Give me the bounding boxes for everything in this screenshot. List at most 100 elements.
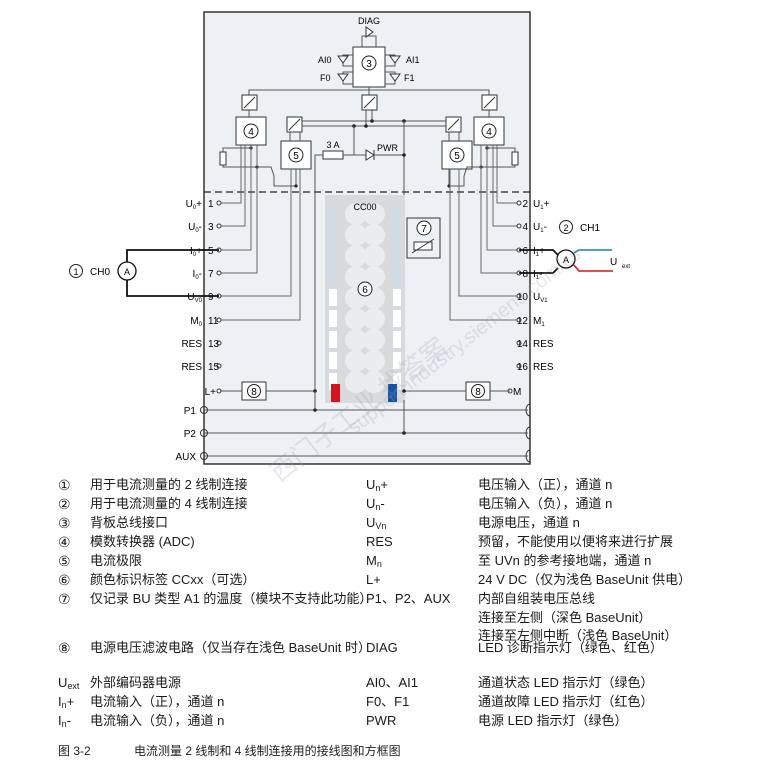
legend-meaning: 24 V DC（仅为浅色 BaseUnit 供电） xyxy=(478,572,692,587)
label-circle xyxy=(345,371,367,393)
label-tab xyxy=(393,205,401,222)
pin-number: 7 xyxy=(208,269,214,280)
terminal-left-7[interactable]: 7 I0- xyxy=(193,269,222,281)
terminal-label: UV0 xyxy=(187,292,202,304)
terminal-label: M xyxy=(513,387,521,398)
pin-number: 15 xyxy=(208,362,220,373)
legend-meaning: LED 诊断指示灯（绿色、红色） xyxy=(478,640,663,655)
svg-text:P2: P2 xyxy=(184,429,197,440)
f0-led-icon xyxy=(337,71,353,85)
legend-key: ③ xyxy=(58,515,71,531)
pin-number: 11 xyxy=(208,316,219,327)
ai1-led-icon xyxy=(385,54,401,67)
label-tab xyxy=(329,310,337,327)
pin-number: 3 xyxy=(208,222,214,233)
ch0-2wire-connection: A 1 CH0 xyxy=(69,249,219,297)
legend-description: 外部编码器电源 xyxy=(90,675,182,690)
terminal-label: I1- xyxy=(533,269,542,281)
color-label-number: 6 xyxy=(362,285,368,296)
svg-text:A: A xyxy=(563,255,569,265)
label-circle xyxy=(345,329,367,351)
pin-number: 12 xyxy=(517,316,529,327)
label-circle xyxy=(363,371,385,393)
legend-description: 颜色标识标签 CCxx（可选） xyxy=(90,572,256,587)
color-identification-label: CC00 6 xyxy=(325,195,405,403)
label-tab xyxy=(393,226,401,243)
svg-text:1: 1 xyxy=(73,267,78,277)
ai0-led-icon xyxy=(337,54,353,67)
label-tab xyxy=(329,226,337,243)
legend-key: ④ xyxy=(58,534,71,550)
legend-meaning: 电压输入（正），通道 n xyxy=(478,477,613,492)
terminal-left-3[interactable]: 3U0- xyxy=(188,222,222,234)
label-tab xyxy=(393,289,401,306)
label-tab xyxy=(329,331,337,348)
terminal-label: I0- xyxy=(193,269,202,281)
legend-symbol: P1、P2、AUX xyxy=(366,591,451,606)
isolator-right xyxy=(481,94,498,111)
f1-label: F1 xyxy=(404,73,415,83)
label-circle xyxy=(363,224,385,246)
legend-key: ⑥ xyxy=(58,572,71,588)
fuse-label: 3 A xyxy=(326,140,339,150)
svg-text:5: 5 xyxy=(454,151,460,162)
wiring-diagram: 3 DIAG AI0 F0 AI1 F1 4 xyxy=(69,11,630,465)
legend-symbol: DIAG xyxy=(366,640,398,655)
bus-aux: AUX xyxy=(175,449,531,463)
pin-number: 13 xyxy=(208,339,220,350)
label-tab xyxy=(329,205,337,222)
pin-number: 1 xyxy=(208,199,214,210)
f0-label: F0 xyxy=(320,73,331,83)
ammeter-icon xyxy=(556,249,576,269)
terminal-left-1[interactable]: 1U0+ xyxy=(186,199,222,211)
legend-symbol: RES xyxy=(366,534,393,549)
shunt-resistor-left xyxy=(219,151,227,166)
terminal-label: M1 xyxy=(533,316,545,328)
figure-number: 图 3-2 xyxy=(58,744,91,758)
backplane-number: 3 xyxy=(366,59,372,70)
label-tab xyxy=(329,268,337,285)
label-circle xyxy=(345,224,367,246)
filter-circuit-right: 8 xyxy=(465,381,491,401)
legend-key: ② xyxy=(58,496,71,512)
ch1-label: CH1 xyxy=(580,223,600,234)
terminal-right-12[interactable]: 12 M1 xyxy=(516,316,545,328)
color-label-text: CC00 xyxy=(353,202,376,212)
legend-key: In+ xyxy=(58,694,75,710)
svg-text:U: U xyxy=(610,257,617,268)
legend-description: 电流输入（正），通道 n xyxy=(90,694,225,709)
label-tab xyxy=(393,247,401,264)
fuse-icon xyxy=(322,150,344,160)
red-label-marker xyxy=(331,384,340,402)
terminal-label: L+ xyxy=(205,387,217,398)
pin-number: 9 xyxy=(208,292,214,303)
label-tab xyxy=(329,289,337,306)
pin-number: 5 xyxy=(208,246,214,257)
terminal-label: UV1 xyxy=(533,292,548,304)
label-circle xyxy=(345,203,367,225)
diag-label: DIAG xyxy=(358,16,380,26)
pin-number: 14 xyxy=(517,339,529,350)
legend-key: ① xyxy=(58,477,71,493)
isolator-left xyxy=(241,94,258,111)
bus-p2: P2 xyxy=(184,426,531,440)
legend-key: ⑦ xyxy=(58,591,71,607)
legend-description: 电源电压滤波电路（仅当存在浅色 BaseUnit 时） xyxy=(90,640,371,655)
isolator-left-inner xyxy=(286,116,303,133)
svg-text:8: 8 xyxy=(475,387,481,398)
legend-meaning: 电源电压，通道 n xyxy=(478,515,580,530)
svg-text:2: 2 xyxy=(563,223,568,233)
pin-number: 6 xyxy=(522,246,528,257)
label-tab xyxy=(393,373,401,390)
svg-text:A: A xyxy=(124,267,130,277)
svg-text:ext: ext xyxy=(622,264,630,270)
legend-description: 电流极限 xyxy=(90,553,143,568)
